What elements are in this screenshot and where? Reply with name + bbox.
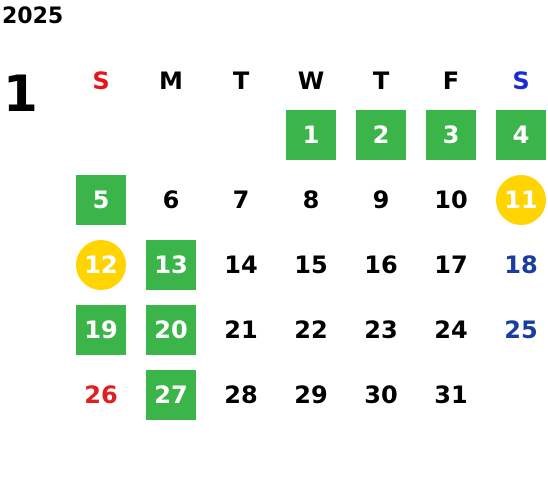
- weekday-friday: F: [442, 67, 460, 95]
- day-cell: 10: [416, 167, 486, 232]
- weekday-sunday: S: [92, 67, 110, 95]
- day-cell-empty: [206, 102, 276, 167]
- weekday-thursday: T: [372, 67, 390, 95]
- day-number: 19: [76, 304, 126, 355]
- week-row-4: 19 20 21 22 23 24 25: [66, 297, 548, 362]
- day-number: 20: [146, 304, 196, 355]
- day-cell: 11: [486, 167, 548, 232]
- day-cell: 13: [136, 232, 206, 297]
- day-number: 16: [364, 250, 398, 279]
- weekday-monday: M: [159, 67, 183, 95]
- day-cell: 28: [206, 362, 276, 427]
- year-label: 2025: [2, 4, 64, 29]
- week-row-1: 1 2 3 4: [66, 102, 548, 167]
- day-cell: 31: [416, 362, 486, 427]
- day-cell: 2: [346, 102, 416, 167]
- day-number: 4: [496, 109, 546, 160]
- day-cell: 3: [416, 102, 486, 167]
- weekday-saturday: S: [512, 67, 530, 95]
- day-number: 28: [224, 380, 258, 409]
- day-number: 7: [232, 185, 250, 214]
- day-number: 12: [76, 239, 126, 290]
- day-number: 11: [496, 174, 546, 225]
- weekday-tuesday: T: [232, 67, 250, 95]
- day-cell-empty: [486, 362, 548, 427]
- day-number: 21: [224, 315, 258, 344]
- day-number: 17: [434, 250, 468, 279]
- day-number: 14: [224, 250, 258, 279]
- day-cell: 30: [346, 362, 416, 427]
- day-cell: 25: [486, 297, 548, 362]
- day-number: 10: [434, 185, 468, 214]
- day-cell: 26: [66, 362, 136, 427]
- day-cell: 1: [276, 102, 346, 167]
- day-number: 1: [286, 109, 336, 160]
- weekday-header-row: S M T W T F S: [66, 60, 548, 102]
- day-number: 29: [294, 380, 328, 409]
- month-number: 1: [3, 65, 38, 123]
- day-number: 22: [294, 315, 328, 344]
- day-cell: 18: [486, 232, 548, 297]
- day-cell: 23: [346, 297, 416, 362]
- day-number: 18: [504, 250, 538, 279]
- day-cell: 7: [206, 167, 276, 232]
- day-cell: 9: [346, 167, 416, 232]
- day-cell: 16: [346, 232, 416, 297]
- day-number: 6: [162, 185, 180, 214]
- week-row-5: 26 27 28 29 30 31: [66, 362, 548, 427]
- day-cell: 14: [206, 232, 276, 297]
- day-number: 13: [146, 239, 196, 290]
- day-cell: 17: [416, 232, 486, 297]
- week-row-2: 5 6 7 8 9 10 11: [66, 167, 548, 232]
- day-number: 15: [294, 250, 328, 279]
- day-cell: 19: [66, 297, 136, 362]
- day-cell: 15: [276, 232, 346, 297]
- day-cell-empty: [136, 102, 206, 167]
- day-cell: 5: [66, 167, 136, 232]
- day-number: 9: [372, 185, 390, 214]
- day-number: 2: [356, 109, 406, 160]
- day-cell: 27: [136, 362, 206, 427]
- day-number: 8: [302, 185, 320, 214]
- day-cell: 21: [206, 297, 276, 362]
- day-number: 25: [504, 315, 538, 344]
- day-number: 23: [364, 315, 398, 344]
- day-cell: 4: [486, 102, 548, 167]
- day-number: 30: [364, 380, 398, 409]
- day-cell: 24: [416, 297, 486, 362]
- day-number: 27: [146, 369, 196, 420]
- day-cell: 12: [66, 232, 136, 297]
- day-cell: 29: [276, 362, 346, 427]
- day-cell-empty: [66, 102, 136, 167]
- day-number: 3: [426, 109, 476, 160]
- day-cell: 20: [136, 297, 206, 362]
- week-row-3: 12 13 14 15 16 17 18: [66, 232, 548, 297]
- day-number: 5: [76, 174, 126, 225]
- day-cell: 6: [136, 167, 206, 232]
- day-number: 24: [434, 315, 468, 344]
- day-number: 31: [434, 380, 468, 409]
- calendar-grid: S M T W T F S 1 2 3 4 5 6 7 8 9 10 11 12…: [66, 60, 548, 427]
- day-number: 26: [84, 380, 118, 409]
- weekday-wednesday: W: [297, 67, 325, 95]
- day-cell: 8: [276, 167, 346, 232]
- day-cell: 22: [276, 297, 346, 362]
